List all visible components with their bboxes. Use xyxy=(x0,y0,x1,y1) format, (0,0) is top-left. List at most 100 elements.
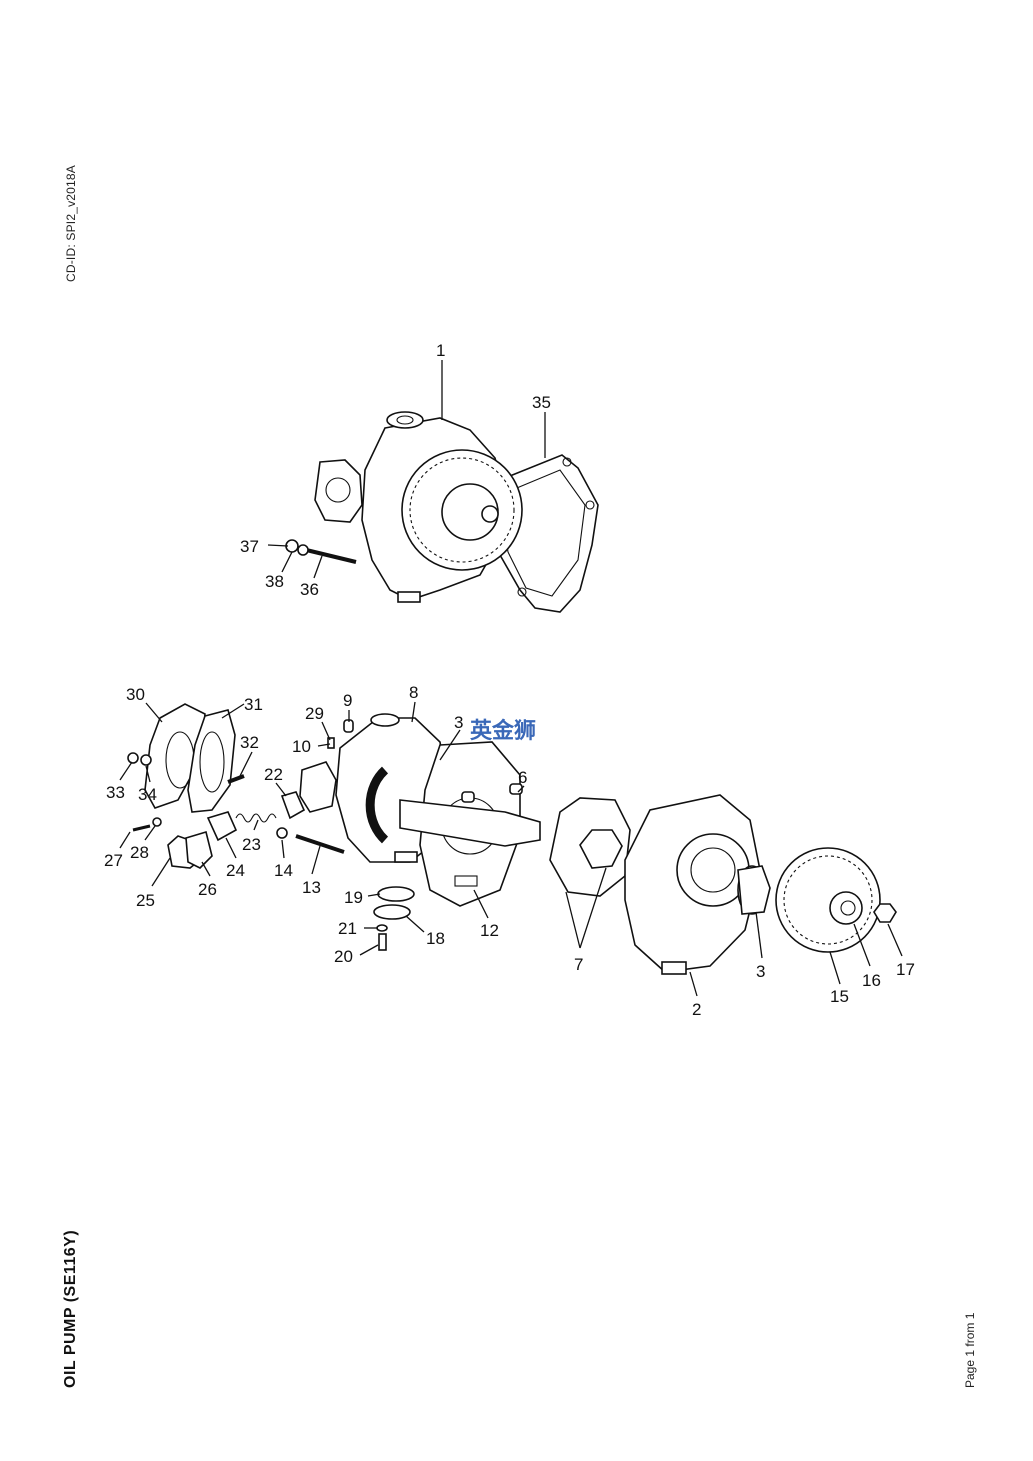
callout-33: 33 xyxy=(106,783,125,802)
leader-38 xyxy=(281,551,293,573)
gear-15 xyxy=(775,847,881,953)
leader-lines xyxy=(119,360,903,997)
stud-13 xyxy=(295,834,345,854)
leader-24 xyxy=(225,837,237,859)
gasket-26 xyxy=(185,830,213,869)
washer-28 xyxy=(152,817,162,827)
callout-21: 21 xyxy=(338,919,357,938)
leader-28 xyxy=(144,825,156,841)
leader-30 xyxy=(145,702,163,723)
pump-body-2-bore-inner xyxy=(690,847,736,893)
callout-13: 13 xyxy=(302,878,321,897)
leader-3a xyxy=(439,729,461,761)
callout-15: 15 xyxy=(830,987,849,1006)
leader-36 xyxy=(313,555,323,579)
nut-37 xyxy=(297,544,309,556)
drive-gear-teeth xyxy=(409,457,515,563)
callout-17: 17 xyxy=(896,960,915,979)
callout-3: 3 xyxy=(454,713,463,732)
callout-35: 35 xyxy=(532,393,551,412)
flange-18 xyxy=(373,904,411,920)
pump-body-2-foot xyxy=(661,961,687,975)
housing-8-boss xyxy=(370,713,400,727)
spring-23 xyxy=(235,813,277,823)
nut-17 xyxy=(873,903,897,923)
leader-22 xyxy=(275,782,287,797)
leader-8 xyxy=(411,701,416,723)
leader-17 xyxy=(887,923,903,957)
bushing-3-body xyxy=(737,865,771,915)
side-cover-boss xyxy=(325,477,351,503)
callout-7: 7 xyxy=(574,955,583,974)
callout-27: 27 xyxy=(104,851,123,870)
callout-2: 2 xyxy=(692,1000,701,1019)
callout-31: 31 xyxy=(244,695,263,714)
leader-13 xyxy=(311,845,321,875)
callout-12: 12 xyxy=(480,921,499,940)
hub-16 xyxy=(829,891,863,925)
leader-19 xyxy=(367,893,381,897)
housing-8-seal xyxy=(365,766,389,844)
pump-assembly-exploded xyxy=(127,703,897,975)
valve-plunger-24 xyxy=(206,811,238,842)
gasket-12-port xyxy=(454,875,478,887)
callout-16: 16 xyxy=(862,971,881,990)
gasket-35-hole xyxy=(517,587,527,597)
leader-2 xyxy=(689,971,698,997)
callout-26: 26 xyxy=(198,880,217,899)
washer-21 xyxy=(376,924,388,932)
gear-shaft-end xyxy=(481,505,499,523)
leader-6 xyxy=(517,785,525,793)
leader-23 xyxy=(253,819,259,831)
leader-20 xyxy=(359,944,379,956)
callout-labels: 1 35 37 38 36 30 31 29 9 8 3 6 32 10 22 … xyxy=(104,341,915,1019)
gasket-35-hole xyxy=(585,500,595,510)
nut-33 xyxy=(127,752,139,764)
callout-29: 29 xyxy=(305,704,324,723)
callout-8: 8 xyxy=(409,683,418,702)
callout-36: 36 xyxy=(300,580,319,599)
top-boss xyxy=(386,411,424,429)
callout-20: 20 xyxy=(334,947,353,966)
nut-34 xyxy=(140,754,152,766)
pump-foot xyxy=(397,591,421,603)
callout-32: 32 xyxy=(240,733,259,752)
bolt-20 xyxy=(378,933,387,951)
stud-32 xyxy=(227,774,245,784)
leader-25 xyxy=(151,857,171,887)
hub-16-bore xyxy=(840,900,856,916)
callout-18: 18 xyxy=(426,929,445,948)
nut-14 xyxy=(276,827,288,839)
gear-15-teeth xyxy=(783,855,873,945)
leader-15 xyxy=(829,951,841,985)
leader-33 xyxy=(119,761,133,781)
gasket-31-bore xyxy=(199,731,225,793)
leader-32 xyxy=(239,751,253,777)
callout-38: 38 xyxy=(265,572,284,591)
inner-rotor-7 xyxy=(579,829,623,869)
leader-7b xyxy=(579,867,607,949)
leader-7a xyxy=(565,891,581,949)
gasket-31 xyxy=(187,709,236,813)
callout-23: 23 xyxy=(242,835,261,854)
callout-24: 24 xyxy=(226,861,245,880)
screw-27 xyxy=(132,824,151,832)
leader-29 xyxy=(321,721,331,741)
leader-3b xyxy=(755,911,763,959)
callout-22: 22 xyxy=(264,765,283,784)
callout-14: 14 xyxy=(274,861,293,880)
callout-30: 30 xyxy=(126,685,145,704)
gasket-35-hole xyxy=(562,457,572,467)
leader-14 xyxy=(281,839,285,859)
leader-37 xyxy=(267,544,289,547)
housing-8-port xyxy=(394,851,418,863)
pump-assembly-upper xyxy=(285,411,599,613)
callout-1: 1 xyxy=(436,341,445,360)
leader-16 xyxy=(853,923,871,967)
leader-34 xyxy=(145,765,151,783)
sleeve-22 xyxy=(280,791,306,820)
callout-19: 19 xyxy=(344,888,363,907)
leader-27 xyxy=(119,831,131,849)
